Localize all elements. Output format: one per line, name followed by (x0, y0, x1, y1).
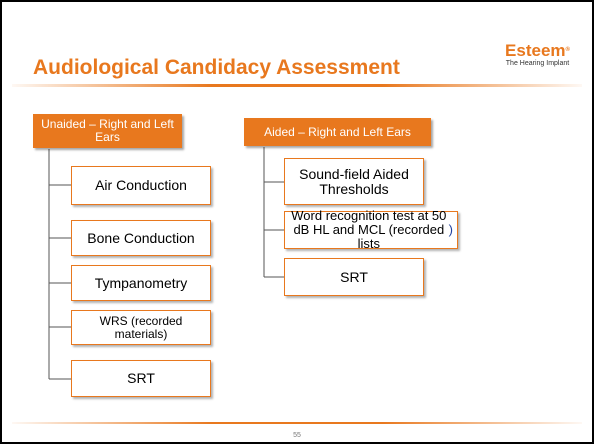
tympanometry-node: Tympanometry (71, 265, 211, 301)
esteem-logo: Esteem® The Hearing Implant (490, 42, 585, 68)
page-number: 55 (293, 432, 301, 439)
title-divider (12, 84, 582, 87)
aided-header: Aided – Right and Left Ears (244, 118, 431, 146)
wrs-node: WRS (recorded materials) (71, 310, 211, 345)
air-conduction-node: Air Conduction (71, 166, 211, 205)
footer-divider (12, 422, 582, 424)
bone-conduction-node: Bone Conduction (71, 220, 211, 256)
sound-field-thresholds-node: Sound-field Aided Thresholds (284, 158, 424, 205)
right-srt-node: SRT (284, 258, 424, 296)
word-recognition-text: Word recognition test at 50 dB HL and MC… (291, 208, 447, 251)
word-recognition-node: Word recognition test at 50 dB HL and MC… (284, 208, 458, 251)
slide-title: Audiological Candidacy Assessment (33, 56, 400, 79)
unaided-header: Unaided – Right and Left Ears (33, 114, 182, 148)
logo-tagline: The Hearing Implant (505, 60, 570, 67)
logo-mark: ® (565, 47, 570, 53)
logo-name: Esteem (505, 41, 566, 60)
word-recognition-paren: ) (448, 222, 453, 237)
left-srt-node: SRT (71, 360, 211, 397)
